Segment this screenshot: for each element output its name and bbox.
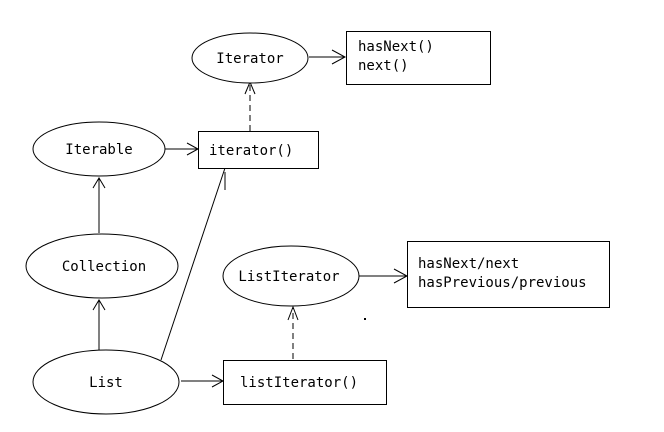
- node-listiterator-method-label: listIterator(): [240, 375, 358, 391]
- node-collection: Collection: [25, 233, 179, 299]
- node-iterable: Iterable: [32, 121, 166, 177]
- node-iterator-label: Iterator: [216, 51, 283, 67]
- node-listiterator-label: ListIterator: [238, 269, 339, 285]
- node-iterator-method-label: iterator(): [209, 143, 293, 159]
- node-listiterator: ListIterator: [222, 245, 360, 307]
- edge-iterator-to-methods-arrowhead: [331, 49, 347, 65]
- node-iterator-method: iterator(): [198, 131, 319, 169]
- node-listiterator-method: listIterator(): [223, 360, 387, 405]
- node-iterator-methods: hasNext() next(): [346, 31, 491, 85]
- node-iterator-methods-line-2: next(): [358, 58, 409, 74]
- node-listiterator-methods: hasNext/next hasPrevious/previous: [407, 241, 610, 308]
- node-list-label: List: [89, 375, 123, 391]
- edge-list-to-iterator-method: [160, 167, 226, 361]
- stray-dot: [364, 318, 366, 320]
- node-collection-label: Collection: [62, 259, 146, 275]
- node-listiterator-methods-line-1: hasNext/next: [418, 256, 519, 272]
- node-iterable-label: Iterable: [65, 142, 132, 158]
- edge-list-to-collection-arrowhead: [92, 299, 106, 311]
- node-iterator-methods-line-1: hasNext(): [358, 39, 434, 55]
- node-iterator: Iterator: [191, 32, 309, 84]
- node-list: List: [32, 349, 180, 415]
- node-listiterator-methods-line-2: hasPrevious/previous: [418, 275, 587, 291]
- edge-collection-to-iterable-arrowhead: [92, 177, 106, 189]
- edge-listiterator-method-to-listiterator-arrowhead: [287, 305, 299, 321]
